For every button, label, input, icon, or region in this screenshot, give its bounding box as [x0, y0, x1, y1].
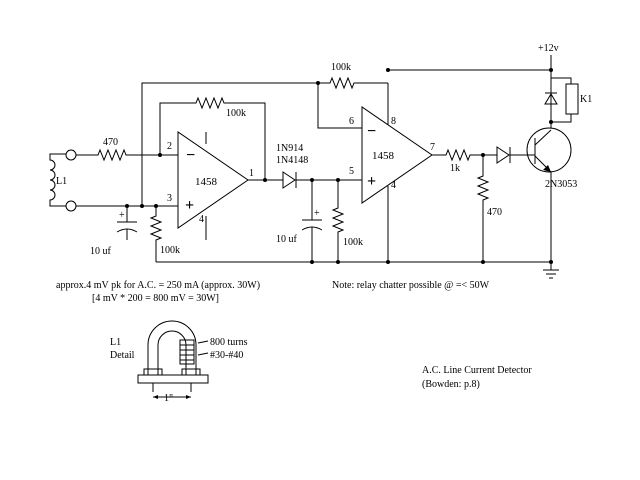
detail-title-line1: L1	[110, 337, 121, 348]
input-terminal-top	[65, 149, 77, 161]
detail-dimension: 1"	[164, 393, 173, 404]
pin-op2-vminus: 4	[391, 180, 396, 191]
feedback-resistor-2-label: 100k	[331, 62, 351, 73]
pin-op1-noninv: 3	[167, 193, 172, 204]
bias-resistor-1-label: 100k	[160, 245, 180, 256]
pulldown-resistor-470	[476, 155, 490, 262]
svg-text:+: +	[119, 210, 125, 221]
feedback-resistor-1-label: 100k	[226, 108, 246, 119]
input-resistor-label: 470	[103, 137, 118, 148]
base-diode	[496, 146, 511, 164]
input-capacitor-label: 10 uf	[90, 246, 112, 257]
feedback-resistor-1	[159, 96, 266, 180]
input-resistor-470	[76, 148, 168, 162]
inductor-l1	[49, 153, 66, 207]
diode-label-line1: 1N914	[276, 143, 303, 154]
opamp-1-minus: −	[186, 147, 195, 164]
feedback-resistor-2	[318, 76, 388, 90]
opamp-2-plus: +	[367, 173, 376, 190]
diode-label-line2: 1N4148	[276, 155, 308, 166]
opamp-1	[177, 131, 249, 229]
svg-text:+: +	[314, 208, 320, 219]
relay-k1	[565, 83, 579, 115]
opamp-1-plus: +	[185, 197, 194, 214]
pulldown-resistor-label: 470	[487, 207, 502, 218]
opamp-2-label: 1458	[372, 150, 395, 162]
bias-resistor-1	[149, 206, 163, 262]
filter-capacitor-label: 10 uf	[276, 234, 298, 245]
base-resistor-1k	[432, 148, 497, 162]
inductor-label: L1	[56, 176, 67, 187]
approx-note-line1: approx.4 mV pk for A.C. = 250 mA (approx…	[56, 280, 260, 291]
detail-title-line2: Detail	[110, 350, 135, 361]
relay-label: K1	[580, 94, 592, 105]
opamp-2	[361, 106, 433, 204]
relay-chatter-note: Note: relay chatter possible @ =< 50W	[332, 280, 490, 291]
l1-detail-drawing	[137, 320, 209, 399]
pin-op2-vplus: 8	[391, 116, 396, 127]
pin-op2-inv: 6	[349, 116, 354, 127]
detail-turns: 800 turns	[210, 337, 248, 348]
caption-title: A.C. Line Current Detector	[422, 365, 532, 376]
diode-1n914	[282, 171, 297, 189]
transistor-label: 2N3053	[545, 179, 577, 190]
pin-op1-out: 1	[249, 168, 254, 179]
flyback-diode	[544, 92, 558, 105]
pin-op2-noninv: 5	[349, 166, 354, 177]
supply-label: +12v	[538, 43, 559, 54]
detail-wire: #30-#40	[210, 350, 243, 361]
opamp-1-label: 1458	[195, 176, 218, 188]
input-capacitor: +	[116, 206, 138, 240]
approx-note-line2: [4 mV * 200 = 800 mV = 30W]	[92, 293, 219, 304]
input-terminal-bottom	[65, 200, 77, 212]
transistor-2n3053	[526, 127, 572, 262]
opamp-2-minus: −	[367, 123, 376, 140]
filter-capacitor: +	[301, 180, 323, 262]
caption-source: (Bowden: p.8)	[422, 379, 480, 390]
pin-op1-v: 4	[199, 214, 204, 225]
base-resistor-label: 1k	[450, 163, 460, 174]
pin-op2-out: 7	[430, 142, 435, 153]
top-wire	[141, 82, 318, 206]
pin-op1-inv: 2	[167, 141, 172, 152]
bias-resistor-2-label: 100k	[343, 237, 363, 248]
bias-resistor-2	[331, 180, 345, 262]
ground-symbol	[543, 262, 559, 279]
